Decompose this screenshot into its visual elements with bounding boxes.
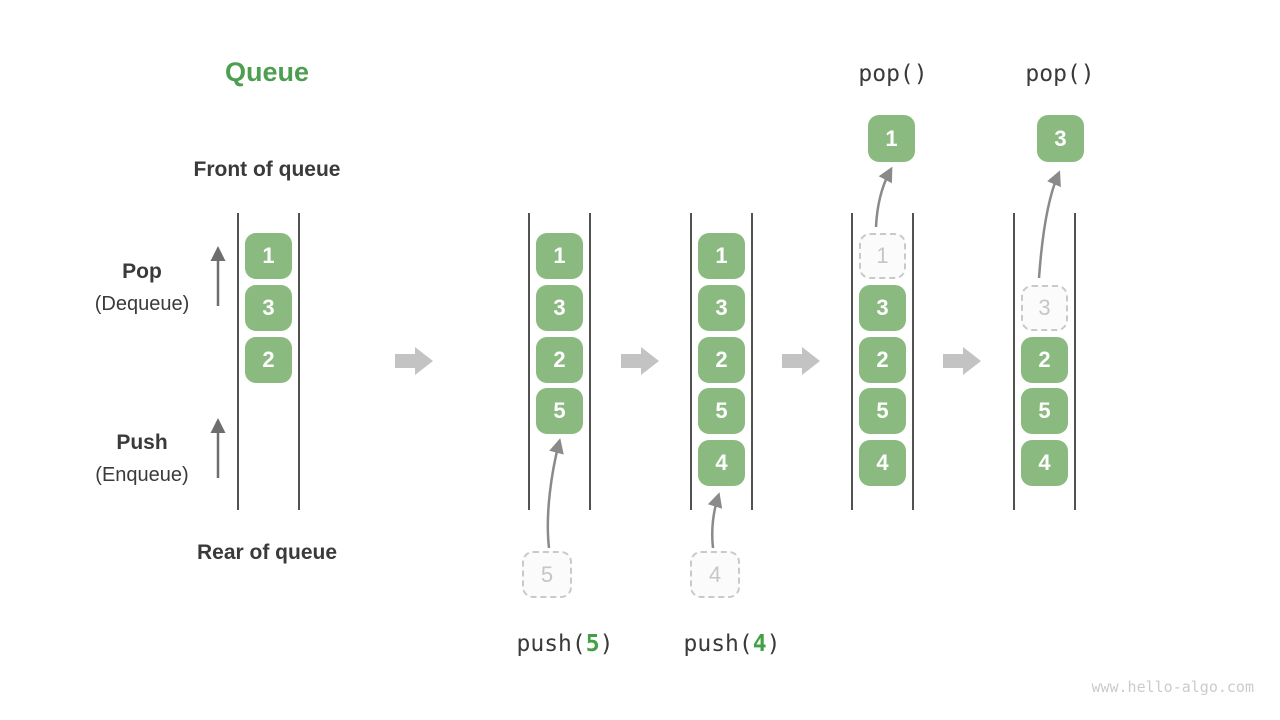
queue-right-rail: [912, 213, 914, 510]
queue-left-rail: [237, 213, 239, 510]
push-4-arrow-icon: [707, 492, 723, 549]
op-fn: push(: [683, 631, 753, 657]
op-arg: 5: [585, 631, 600, 657]
queue-left-rail: [851, 213, 853, 510]
incoming-element-ghost: 5: [522, 551, 572, 598]
pop-operation-label: pop(): [858, 61, 928, 87]
queue-cell: 4: [859, 440, 906, 486]
diagram-title: Queue: [224, 57, 310, 87]
watermark: www.hello-algo.com: [1091, 678, 1254, 696]
queue-cell: 2: [1021, 337, 1068, 383]
queue-cell: 1: [536, 233, 583, 279]
queue-cell: 4: [698, 440, 745, 486]
queue-cell: 5: [536, 388, 583, 434]
queue-cell: 2: [536, 337, 583, 383]
queue-cell: 3: [536, 285, 583, 331]
right-block-arrow-icon: [621, 347, 659, 375]
push-5-arrow-icon: [546, 438, 564, 549]
queue-cell: 5: [859, 388, 906, 434]
queue-cell: 2: [245, 337, 292, 383]
pop-3-arrow-icon: [1037, 170, 1061, 279]
push-label: Push: [116, 431, 168, 454]
front-of-queue-label: Front of queue: [193, 158, 341, 181]
pop-operation-label: pop(): [1025, 61, 1095, 87]
queue-cell: 2: [698, 337, 745, 383]
right-block-arrow-icon: [943, 347, 981, 375]
queue-left-rail: [690, 213, 692, 510]
queue-cell: 2: [859, 337, 906, 383]
queue-right-rail: [298, 213, 300, 510]
queue-cell: 5: [698, 388, 745, 434]
queue-cell: 1: [245, 233, 292, 279]
popped-element: 3: [1037, 115, 1084, 162]
removed-element-ghost: 1: [859, 233, 906, 279]
queue-right-rail: [589, 213, 591, 510]
op-arg: 4: [752, 631, 767, 657]
right-block-arrow-icon: [395, 347, 433, 375]
queue-left-rail: [1013, 213, 1015, 510]
right-block-arrow-icon: [782, 347, 820, 375]
enqueue-label: (Enqueue): [95, 464, 189, 486]
pop-label: Pop: [122, 260, 162, 283]
op-close: ): [766, 631, 781, 657]
push-5-operation-label: push(5): [495, 631, 635, 657]
pop-1-arrow-icon: [874, 166, 893, 228]
push-4-operation-label: push(4): [662, 631, 802, 657]
queue-right-rail: [751, 213, 753, 510]
queue-cell: 5: [1021, 388, 1068, 434]
queue-left-rail: [528, 213, 530, 510]
rear-of-queue-label: Rear of queue: [196, 541, 338, 564]
pop-action-label: Pop (Dequeue): [72, 260, 212, 316]
queue-cell: 3: [245, 285, 292, 331]
queue-right-rail: [1074, 213, 1076, 510]
push-action-label: Push (Enqueue): [72, 431, 212, 487]
op-close: ): [599, 631, 614, 657]
dequeue-label: (Dequeue): [94, 293, 190, 315]
popped-element: 1: [868, 115, 915, 162]
incoming-element-ghost: 4: [690, 551, 740, 598]
queue-cell: 4: [1021, 440, 1068, 486]
queue-cell: 1: [698, 233, 745, 279]
queue-cell: 3: [859, 285, 906, 331]
removed-element-ghost: 3: [1021, 285, 1068, 331]
queue-cell: 3: [698, 285, 745, 331]
op-fn: push(: [516, 631, 586, 657]
